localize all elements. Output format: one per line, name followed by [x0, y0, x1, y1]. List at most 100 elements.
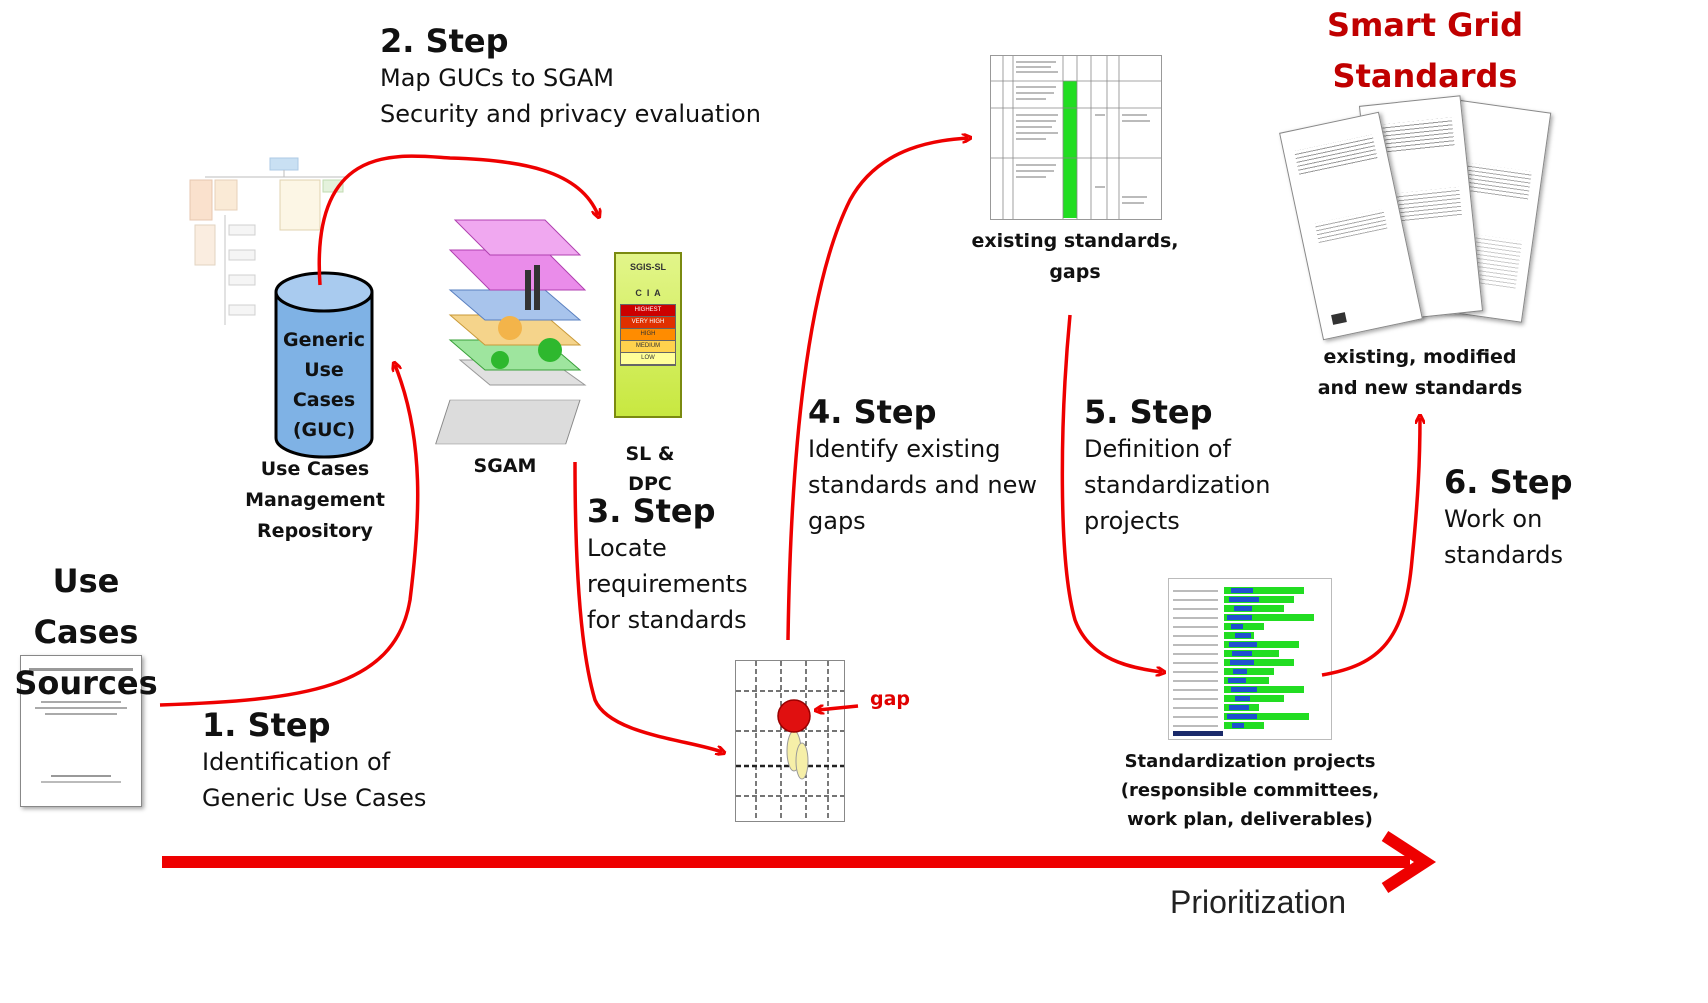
gantt-footer-bar: [1173, 731, 1223, 736]
gantt-blue-bar: [1235, 696, 1250, 701]
step-1-line-2: Generic Use Cases: [202, 784, 427, 812]
step-4: 4. Step Identify existing standards and …: [808, 393, 1037, 539]
sgam-model-image: [430, 210, 595, 450]
gantt-blue-bar: [1227, 615, 1252, 620]
step-6: 6. Step Work on standards: [1444, 463, 1573, 573]
gantt-blue-bar: [1227, 714, 1257, 719]
gantt-row-text: [1173, 662, 1218, 664]
prioritization-label: Prioritization: [1170, 884, 1347, 920]
guc-cylinder-label: Generic Use Cases (GUC): [282, 329, 366, 441]
projects-caption: Standardization projects (responsible co…: [1120, 751, 1380, 830]
guc-flow-diagram: [185, 155, 365, 345]
step-3-title: 3. Step: [587, 492, 716, 530]
gantt-green-bar: [1224, 614, 1314, 621]
sgis-level-low: LOW: [621, 353, 675, 365]
step-3-line-1: Locate: [587, 534, 667, 562]
step-6-title: 6. Step: [1444, 463, 1573, 501]
gantt-green-bar: [1224, 677, 1269, 684]
step-5: 5. Step Definition of standardization pr…: [1084, 393, 1270, 539]
step-5-line-2: standardization: [1084, 471, 1271, 499]
gantt-blue-bar: [1232, 723, 1244, 728]
smart-grid-standards-title: Smart Grid Standards: [1326, 6, 1524, 95]
step-2-title: 2. Step: [380, 22, 509, 60]
gantt-row-text: [1173, 671, 1218, 673]
gantt-green-bar: [1224, 686, 1304, 693]
step-4-line-1: Identify existing: [808, 435, 1001, 463]
gantt-row-text: [1173, 635, 1218, 637]
step-2-line-1: Map GUCs to SGAM: [380, 64, 615, 92]
gantt-row-text: [1173, 608, 1218, 610]
step-1-title: 1. Step: [202, 706, 331, 744]
smart-grid-standards-documents: [1279, 95, 1552, 345]
gantt-blue-bar: [1235, 633, 1251, 638]
step-5-line-3: projects: [1084, 507, 1180, 535]
arrow-step-6: [1321, 418, 1420, 677]
gantt-green-bar: [1224, 659, 1294, 666]
sgis-level-highest: HIGHEST: [621, 305, 675, 317]
step-5-title: 5. Step: [1084, 393, 1213, 431]
gantt-green-bar: [1224, 605, 1284, 612]
step-2-line-2: Security and privacy evaluation: [380, 100, 761, 128]
gantt-row-text: [1173, 725, 1218, 727]
sl-dpc-caption: SL & DPC: [625, 443, 675, 495]
gantt-green-bar: [1224, 587, 1304, 594]
step-5-line-1: Definition of: [1084, 435, 1231, 463]
step-3-line-2: requirements: [587, 570, 748, 598]
gantt-green-bar: [1224, 668, 1274, 675]
gantt-blue-bar: [1231, 687, 1257, 692]
gantt-row-text: [1173, 626, 1218, 628]
sgis-level-high: HIGH: [621, 329, 675, 341]
gantt-row-text: [1173, 689, 1218, 691]
gantt-blue-bar: [1234, 606, 1252, 611]
step-6-line-1: Work on: [1444, 505, 1543, 533]
smart-grid-caption: existing, modified and new standards: [1317, 346, 1523, 399]
gantt-green-bar: [1224, 695, 1284, 702]
sgam-caption: SGAM: [473, 455, 537, 477]
gantt-blue-bar: [1228, 678, 1246, 683]
step-4-line-2: standards and new: [808, 471, 1037, 499]
step-4-title: 4. Step: [808, 393, 937, 431]
use-cases-sources-label: Use Cases Sources: [14, 562, 158, 702]
gantt-blue-bar: [1232, 651, 1252, 656]
arrow-step-4: [786, 138, 968, 641]
gap-chart-image: [735, 660, 845, 822]
step-2: 2. Step Map GUCs to SGAM Security and pr…: [380, 22, 761, 132]
gantt-row-text: [1173, 599, 1218, 601]
step-3: 3. Step Locate requirements for standard…: [587, 492, 748, 638]
existing-standards-caption: existing standards, gaps: [971, 230, 1179, 283]
sgis-cia-label: C I A: [635, 288, 661, 298]
gantt-green-bar: [1224, 623, 1264, 630]
gantt-row-text: [1173, 590, 1218, 592]
sgis-level-very-high: VERY HIGH: [621, 317, 675, 329]
repository-caption: Use Cases Management Repository: [245, 458, 385, 542]
step-4-line-3: gaps: [808, 507, 866, 535]
gantt-green-bar: [1224, 713, 1309, 720]
gantt-blue-bar: [1229, 705, 1249, 710]
gantt-blue-bar: [1229, 642, 1257, 647]
step-1-line-1: Identification of: [202, 748, 391, 776]
prioritization-arrow-head: [1381, 830, 1437, 894]
gantt-row-text: [1173, 644, 1218, 646]
gantt-row-text: [1173, 698, 1218, 700]
gantt-row-text: [1173, 716, 1218, 718]
use-cases-source-document: [20, 655, 142, 807]
gantt-row-text: [1173, 617, 1218, 619]
gantt-row-text: [1173, 707, 1218, 709]
step-1: 1. Step Identification of Generic Use Ca…: [202, 706, 426, 816]
gantt-blue-bar: [1230, 660, 1254, 665]
sgis-level-medium: MEDIUM: [621, 341, 675, 353]
gantt-row-text: [1173, 653, 1218, 655]
gantt-blue-bar: [1229, 597, 1259, 602]
gantt-row-text: [1173, 680, 1218, 682]
gantt-blue-bar: [1233, 669, 1247, 674]
step-6-line-2: standards: [1444, 541, 1563, 569]
sgis-sl-title: SGIS-SL: [629, 262, 666, 272]
projects-gantt-image: [1168, 578, 1332, 740]
gap-label: gap: [870, 688, 911, 710]
standards-table-image: [990, 55, 1162, 220]
gantt-green-bar: [1224, 641, 1299, 648]
gantt-blue-bar: [1231, 624, 1243, 629]
gantt-blue-bar: [1231, 588, 1253, 593]
